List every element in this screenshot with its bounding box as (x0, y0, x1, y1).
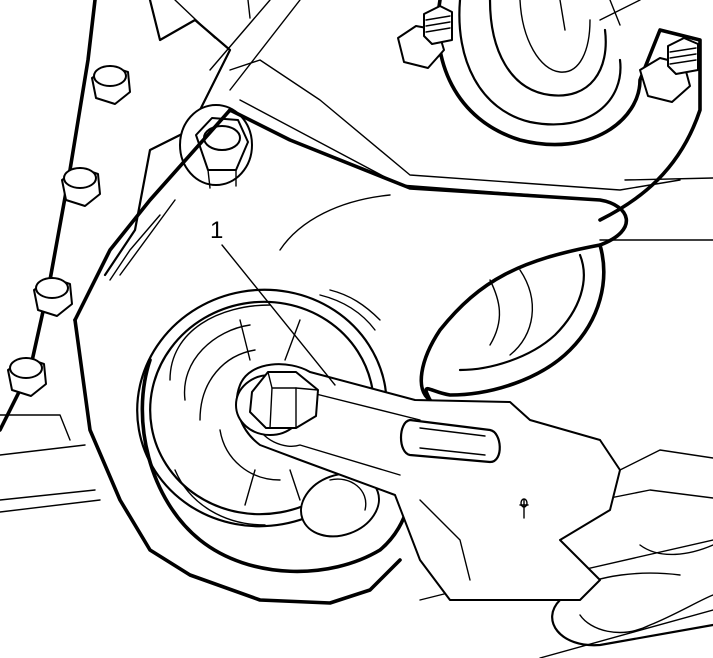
bushing-bolt (235, 371, 319, 436)
stud-top-right (639, 37, 699, 103)
callout-leader-line (221, 244, 336, 386)
callout-label-1: 1 (210, 217, 223, 244)
upper-bracket (229, 0, 702, 222)
callout-1: 1 (210, 217, 336, 386)
flange-bolt (179, 104, 253, 189)
subframe-arm (73, 108, 629, 605)
rail-bolt-3 (33, 277, 73, 317)
frame-rail (0, 0, 101, 513)
rail-bolt-1 (91, 65, 131, 105)
stud-top-left (397, 5, 453, 69)
rail-bolt-2 (61, 167, 101, 207)
rail-bolt-4 (7, 357, 47, 397)
